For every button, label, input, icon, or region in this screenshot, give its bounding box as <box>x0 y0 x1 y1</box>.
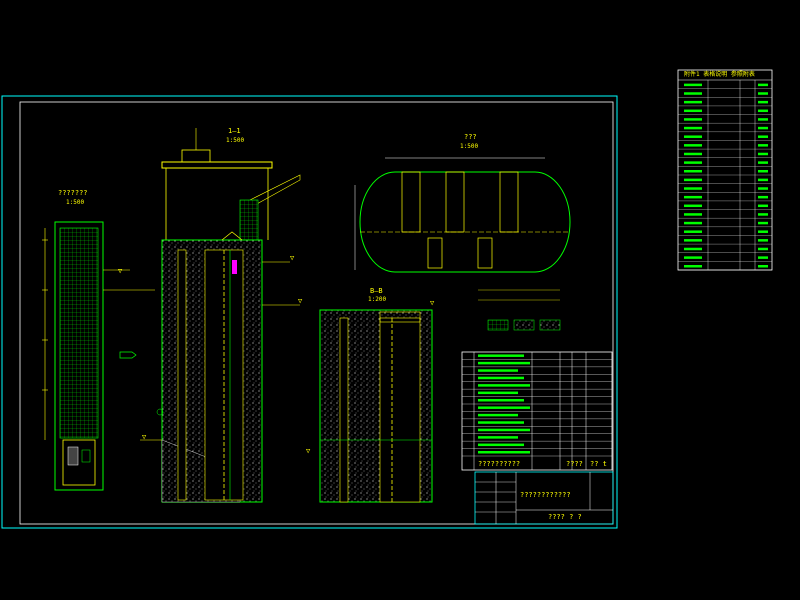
component-table-row-text <box>478 428 530 432</box>
legend-panel-row-text <box>758 100 768 104</box>
legend-panel-row-text <box>684 144 702 147</box>
legend-panel-row-text <box>758 213 768 216</box>
level-tag: ▽ <box>142 433 147 441</box>
legend-panel-row-text <box>758 83 768 87</box>
legend-panel-row-text <box>758 195 768 199</box>
level-tag: ▽ <box>298 297 303 305</box>
legend-panel-row-text <box>684 170 702 173</box>
title-block-project-name: ???????????? <box>520 491 571 499</box>
sheet-outer-frame <box>1 95 618 529</box>
component-table-row-text <box>478 399 524 402</box>
material-legend <box>478 289 561 331</box>
left-elevation-scale: 1:500 <box>66 199 85 206</box>
legend-panel-row-text <box>684 247 702 251</box>
legend-panel-row-text <box>758 135 768 138</box>
level-tag: ▽ <box>306 447 311 455</box>
component-table-row-text <box>478 436 518 439</box>
component-table-summary-label: ?????????? <box>478 460 521 468</box>
legend-panel-row-text <box>758 221 768 225</box>
component-table-row-text <box>478 391 518 395</box>
legend-panel-row-text <box>684 135 702 138</box>
legend-panel-row-text <box>758 118 768 121</box>
legend-panel-row-text <box>684 126 702 130</box>
component-table-summary-unit: ?? t <box>590 460 607 468</box>
component-table-row-text <box>478 421 524 424</box>
level-tag: ▽ <box>430 299 435 307</box>
legend-panel-row-text <box>758 265 768 268</box>
legend-panel-row-text <box>684 178 702 182</box>
legend-panel-row-text <box>684 83 702 87</box>
plan-title: ??? <box>464 133 477 141</box>
component-table-row-text <box>478 413 518 417</box>
legend-panel-row-text <box>758 92 768 95</box>
left-elevation-view <box>42 221 155 491</box>
legend-panel <box>677 69 773 271</box>
legend-panel-row-text <box>684 230 702 233</box>
main-section-scale: 1:500 <box>226 137 245 144</box>
legend-panel-row-text <box>684 204 702 208</box>
component-table-row-text <box>478 443 524 447</box>
component-table-row-text <box>478 406 530 409</box>
legend-panel-row-text <box>684 152 702 156</box>
legend-panel-row-text <box>684 109 702 113</box>
section-b-view <box>319 309 433 503</box>
level-tag: ▽ <box>290 254 295 262</box>
legend-panel-row-text <box>684 239 702 242</box>
sheet-inner-frame <box>19 101 614 525</box>
legend-panel-row-text <box>684 100 702 104</box>
legend-panel-row-text <box>684 92 702 95</box>
legend-panel-row-text <box>684 118 702 121</box>
legend-panel-row-text <box>684 195 702 199</box>
component-table-row-text <box>478 376 524 380</box>
title-block-drawing-no: ???? ? ? <box>548 513 582 521</box>
legend-panel-row-text <box>684 187 702 190</box>
legend-panel-row-text <box>758 247 768 251</box>
legend-panel-row-text <box>758 170 768 173</box>
legend-panel-row-text <box>758 161 768 164</box>
component-table-row-text <box>478 354 524 357</box>
component-table-row-text <box>478 361 530 365</box>
plan-view <box>354 157 571 273</box>
legend-panel-row-text <box>684 221 702 225</box>
legend-panel-row-text <box>758 239 768 242</box>
legend-panel-row-text <box>684 213 702 216</box>
level-tag: ▽ <box>118 267 123 275</box>
main-section-view <box>140 128 301 503</box>
legend-panel-row-text <box>684 256 702 259</box>
component-table-row-text <box>478 384 530 387</box>
legend-panel-row-text <box>758 144 768 147</box>
legend-panel-row-text <box>684 161 702 164</box>
component-table <box>461 351 613 471</box>
legend-panel-row-text <box>758 187 768 190</box>
legend-panel-row-text <box>758 230 768 233</box>
left-elevation-title: ??????? <box>58 189 88 197</box>
legend-panel-row-text <box>758 126 768 130</box>
legend-panel-row-text <box>758 256 768 259</box>
component-table-row-text <box>478 369 518 372</box>
legend-panel-row-text <box>758 152 768 156</box>
legend-panel-row-text <box>758 178 768 182</box>
main-section-title: 1—1 <box>228 127 241 135</box>
legend-panel-row-text <box>758 109 768 113</box>
title-block <box>474 471 614 525</box>
plan-scale: 1:500 <box>460 143 479 150</box>
legend-panel-title: 附件1 表格说明 参照附表 <box>684 71 755 78</box>
legend-panel-row-text <box>684 265 702 268</box>
section-b-scale: 1:200 <box>368 296 387 303</box>
component-table-row-text <box>478 451 530 454</box>
legend-panel-row-text <box>758 204 768 208</box>
component-table-summary-total: ???? <box>566 460 583 468</box>
section-b-title: B—B <box>370 287 383 295</box>
